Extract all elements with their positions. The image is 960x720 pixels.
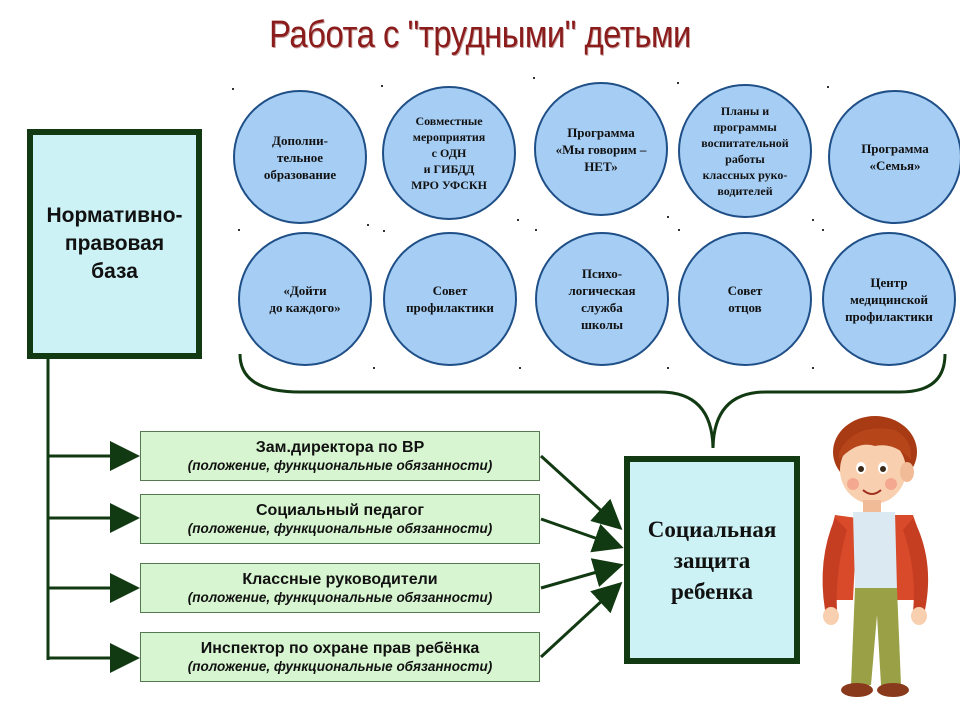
dot [381, 85, 383, 87]
role-arrow-3 [540, 558, 624, 590]
dot [667, 216, 669, 218]
dot [678, 229, 680, 231]
role-social-pedagogue: Социальный педагог (положение, функциона… [140, 494, 540, 544]
dot [238, 229, 240, 231]
role-arrow-4 [539, 581, 623, 659]
dot [812, 219, 814, 221]
dot [667, 367, 669, 369]
circle-educational-plans: Планы и программы воспитательной работы … [678, 84, 812, 218]
cartoon-boy-illustration [822, 416, 929, 697]
circle-program-we-say-no: Программа «Мы говорим – НЕТ» [534, 82, 668, 216]
dot [517, 219, 519, 221]
dot [677, 82, 679, 84]
circle-joint-events: Совместные мероприятия с ОДН и ГИБДД МРО… [382, 86, 516, 220]
role-sub: (положение, функциональные обязанности) [187, 658, 493, 674]
dot [373, 367, 375, 369]
dot [812, 367, 814, 369]
role-class-teachers: Классные руководители (положение, функци… [140, 563, 540, 613]
brace [238, 353, 947, 449]
role-arrow-2 [540, 517, 624, 553]
role-name: Классные руководители [242, 570, 438, 588]
circle-reach-everyone: «Дойти до каждого» [238, 232, 372, 366]
dot [827, 86, 829, 88]
circle-program-family: Программа «Семья» [828, 90, 960, 224]
dot [519, 367, 521, 369]
role-name: Зам.директора по ВР [255, 438, 425, 456]
social-protection-box: Социальная защита ребенка [624, 456, 800, 664]
dot [822, 229, 824, 231]
dot [367, 224, 369, 226]
role-sub: (положение, функциональные обязанности) [187, 520, 493, 536]
role-child-rights-inspector: Инспектор по охране прав ребёнка (положе… [140, 632, 540, 682]
dot [533, 77, 535, 79]
role-name: Социальный педагог [255, 501, 424, 519]
dot [383, 230, 385, 232]
circle-psychological-service: Психо- логическая служба школы [535, 232, 669, 366]
role-sub: (положение, функциональные обязанности) [187, 457, 493, 473]
circle-medical-prevention: Центр медицинской профилактики [822, 232, 956, 366]
role-deputy-director: Зам.директора по ВР (положение, функцион… [140, 431, 540, 481]
dot [232, 88, 234, 90]
normative-base-box: Нормативно- правовая база [27, 129, 202, 359]
role-arrow-1 [539, 454, 623, 531]
circle-prevention-council: Совет профилактики [383, 232, 517, 366]
circle-fathers-council: Совет отцов [678, 232, 812, 366]
page-title: Работа с "трудными" детьми [269, 14, 691, 56]
dot [535, 229, 537, 231]
circle-additional-education: Дополни- тельное образование [233, 90, 367, 224]
role-sub: (положение, функциональные обязанности) [187, 589, 493, 605]
role-name: Инспектор по охране прав ребёнка [200, 639, 480, 657]
